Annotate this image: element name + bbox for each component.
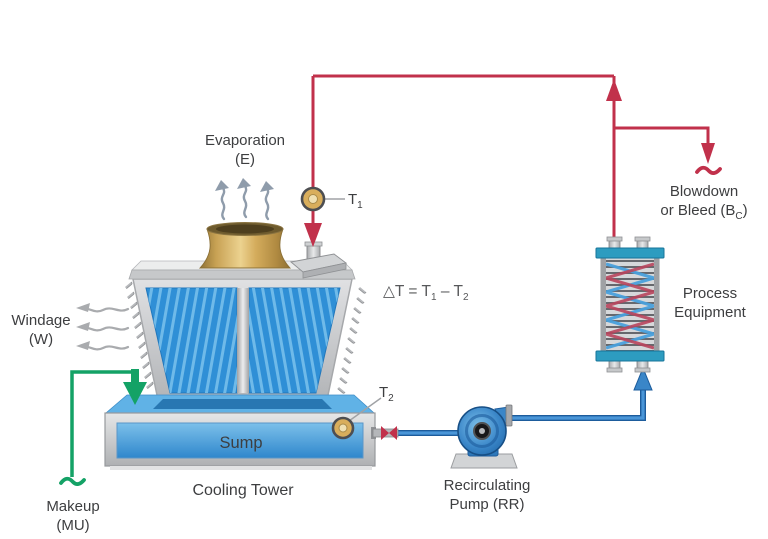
recirculating-pump-label: Recirculating Pump (RR) <box>443 477 531 513</box>
sump-outlet-valve <box>371 426 399 440</box>
blowdown-splash-icon <box>695 165 722 175</box>
pump-base <box>450 453 518 469</box>
recirculating-pump <box>450 404 518 469</box>
blowdown-arrow <box>701 143 715 164</box>
fill-left-panel <box>145 287 238 394</box>
windage-arrows <box>76 303 130 351</box>
makeup-splash-icon <box>59 476 86 486</box>
hot-water-line <box>311 74 710 244</box>
sump-label: Sump <box>219 434 263 452</box>
makeup-arrow <box>123 369 147 405</box>
blowdown-label: Blowdown or Bleed (BC) <box>660 183 748 222</box>
cold-water-line <box>396 366 653 436</box>
basin-shadow <box>110 466 372 470</box>
cooling-tower-label: Cooling Tower <box>192 482 294 499</box>
windage-label: Windage (W) <box>11 312 71 348</box>
blowdown-pipe <box>614 126 710 150</box>
fan-shroud <box>198 222 292 269</box>
exchanger-nozzles <box>606 236 651 373</box>
process-equipment <box>595 236 665 373</box>
t1-sensor <box>300 186 345 212</box>
sump-water-panel <box>116 422 364 459</box>
pump-flange <box>505 404 513 427</box>
evaporation-label: Evaporation (E) <box>204 132 286 168</box>
delta-t-formula: △T = T1 – T2 <box>383 283 469 304</box>
fill-right-panel <box>248 287 341 394</box>
t1-label: T1 <box>348 191 363 211</box>
exchanger-bottom-cap <box>595 350 665 362</box>
makeup-pipe <box>70 370 131 477</box>
cooling-tower <box>104 222 376 470</box>
evaporation-arrows <box>215 178 274 221</box>
hot-down-arrow <box>304 223 322 247</box>
process-equipment-label: Process Equipment <box>674 285 746 321</box>
hot-up-arrow <box>606 79 622 101</box>
basin-inner-shadow <box>153 399 332 409</box>
deck-front <box>128 269 356 280</box>
makeup-label: Makeup (MU) <box>46 498 100 534</box>
makeup-line <box>59 369 147 486</box>
cold-up-arrow <box>633 366 653 391</box>
t2-sensor <box>331 397 382 440</box>
exchanger-top-cap <box>595 247 665 259</box>
center-divider <box>237 288 249 393</box>
t2-label: T2 <box>379 384 394 404</box>
